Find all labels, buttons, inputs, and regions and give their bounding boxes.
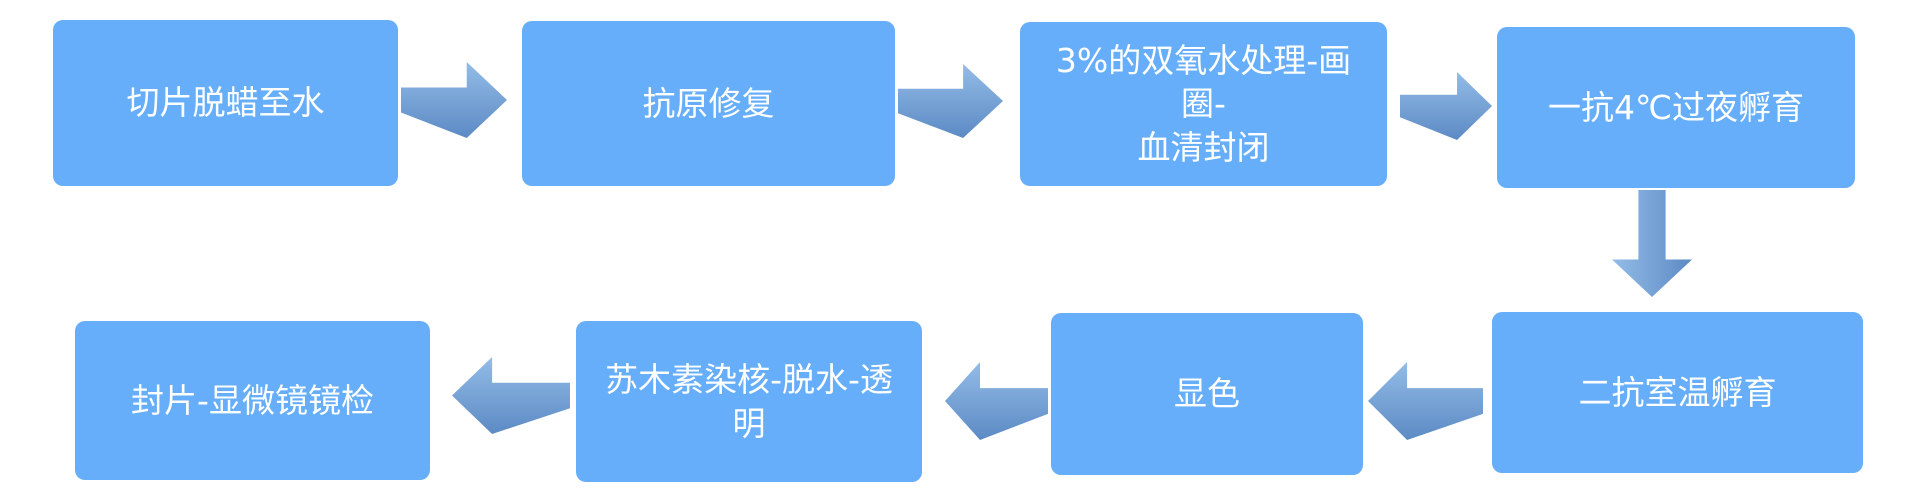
arrow-down-icon [1612, 190, 1692, 297]
flow-step-mount-microscopy: 封片-显微镜镜检 [75, 321, 430, 480]
arrow-right-icon [401, 62, 507, 138]
flow-step-antigen-retrieval: 抗原修复 [522, 21, 895, 186]
flow-step-color-development: 显色 [1051, 313, 1363, 475]
flow-step-secondary-antibody: 二抗室温孵育 [1492, 312, 1863, 473]
flow-step-counterstain-dehydrate: 苏木素染核-脱水-透 明 [576, 321, 922, 482]
arrow-right-icon [898, 64, 1003, 138]
flow-step-label: 3%的双氧水处理-画圈- 血清封闭 [1055, 40, 1352, 167]
flow-step-label: 抗原修复 [642, 83, 775, 123]
flow-step-label: 显色 [1174, 374, 1240, 414]
flow-step-label: 切片脱蜡至水 [126, 83, 325, 123]
flow-step-label: 封片-显微镜镜检 [131, 380, 374, 420]
flow-step-label: 二抗室温孵育 [1578, 372, 1777, 412]
arrow-left-icon [945, 362, 1048, 440]
flow-step-primary-antibody: 一抗4℃过夜孵育 [1497, 27, 1855, 188]
flow-step-label: 一抗4℃过夜孵育 [1547, 87, 1805, 127]
arrow-left-icon [1368, 362, 1483, 440]
flow-step-peroxide-block: 3%的双氧水处理-画圈- 血清封闭 [1020, 22, 1387, 186]
arrow-right-icon [1400, 72, 1492, 140]
flow-step-label: 苏木素染核-脱水-透 明 [605, 359, 893, 443]
arrow-left-icon [452, 357, 570, 434]
flow-step-dewax-to-water: 切片脱蜡至水 [53, 20, 398, 186]
